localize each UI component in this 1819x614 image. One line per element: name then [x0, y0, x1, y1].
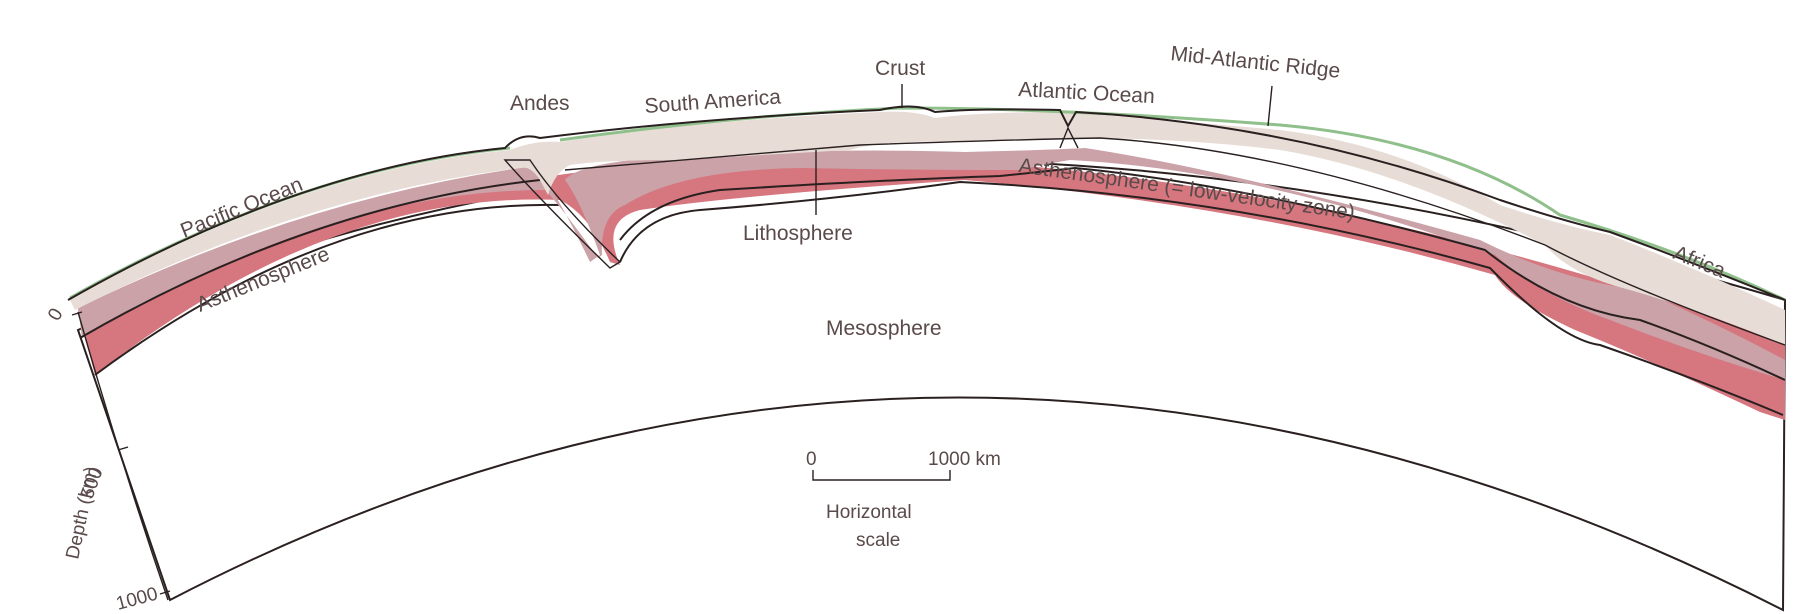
lithosphere-label: Lithosphere	[743, 222, 853, 245]
depth-tick-label-1000: 1000	[114, 584, 160, 614]
south-america-label: South America	[644, 85, 782, 117]
scale-caption-line1: Horizontal	[826, 502, 912, 523]
ridge-leader-line	[1268, 86, 1272, 126]
scale-end-label: 1000 km	[928, 449, 1001, 470]
mid-atlantic-ridge-label: Mid-Atlantic Ridge	[1169, 42, 1341, 83]
depth-tick-label-0: 0	[44, 305, 67, 325]
scale-caption-line2: scale	[856, 530, 900, 551]
scale-start-label: 0	[806, 449, 817, 470]
crust-label: Crust	[875, 57, 925, 80]
atlantic-ocean-label: Atlantic Ocean	[1018, 78, 1156, 108]
horizontal-scale-bar	[813, 470, 950, 480]
mesosphere-label: Mesosphere	[826, 317, 942, 340]
depth-tick-500	[118, 447, 128, 450]
andes-label: Andes	[510, 92, 570, 115]
